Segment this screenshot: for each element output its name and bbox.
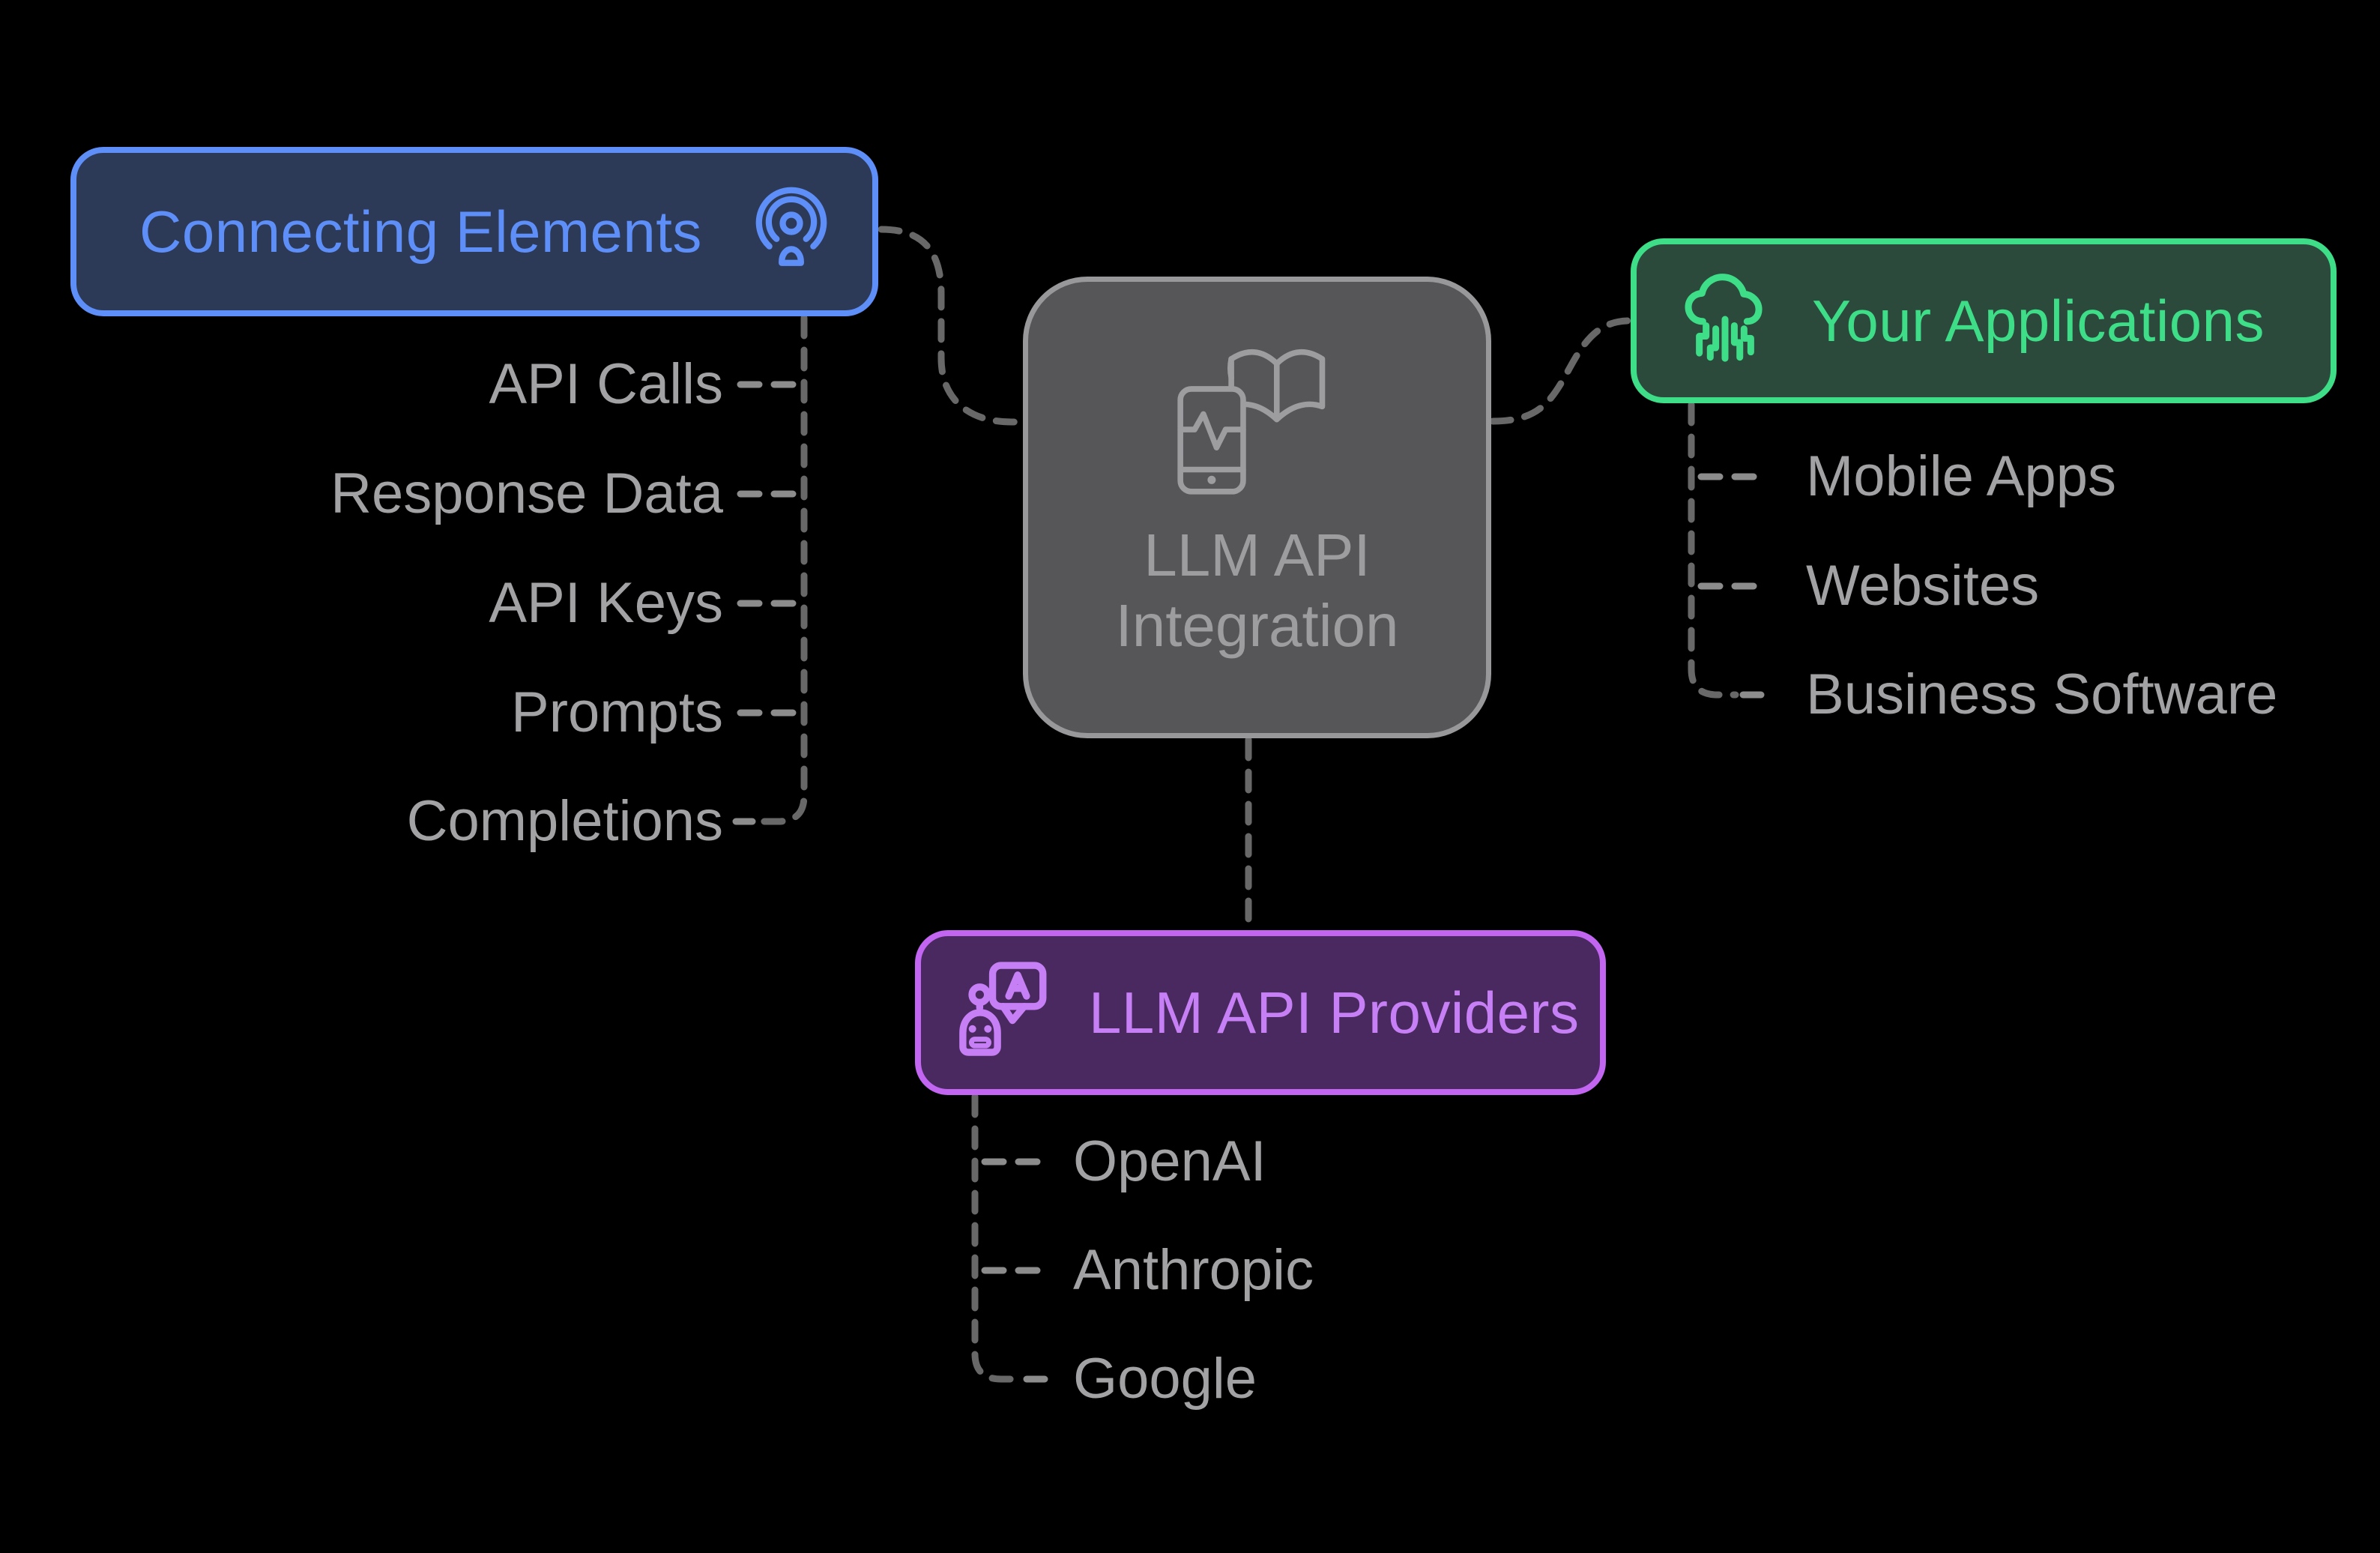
leaf-api-keys: API Keys [489, 571, 723, 635]
leaf-api-calls: API Calls [489, 352, 723, 416]
robot-chat-bubble-icon [954, 955, 1066, 1071]
node-title: Connecting Elements [139, 198, 702, 265]
leaf-business-software: Business Software [1806, 663, 2278, 726]
connector-connecting-to-center [878, 226, 1025, 426]
leaf-response-data: Response Data [330, 462, 723, 525]
node-llm-api-integration: LLM API Integration [1023, 277, 1491, 738]
node-llm-api-providers: LLM API Providers [915, 930, 1606, 1095]
trunk-connecting-elements [756, 314, 808, 825]
node-title: Your Applications [1812, 287, 2265, 354]
center-title-line2: Integration [1115, 592, 1399, 659]
leaf-google: Google [1073, 1347, 1257, 1411]
leaf-anthropic: Anthropic [1073, 1238, 1314, 1302]
trunk-your-applications [1688, 401, 1739, 699]
leaf-websites: Websites [1806, 554, 2040, 618]
center-title-line1: LLM API [1144, 522, 1371, 588]
phone-pulse-open-book-icon [1177, 340, 1326, 504]
leaf-completions: Completions [406, 789, 723, 853]
leaf-mobile-apps: Mobile Apps [1806, 444, 2117, 508]
node-connecting-elements: Connecting Elements [70, 147, 878, 316]
trunk-llm-api-providers [971, 1093, 1023, 1383]
leaf-openai: OpenAI [1073, 1130, 1266, 1193]
cloud-circuit-icon [1679, 268, 1772, 375]
node-title: LLM API Providers [1089, 979, 1580, 1046]
center-node-title: LLM API Integration [1028, 520, 1486, 661]
podcast-person-broadcast-icon [743, 182, 839, 282]
leaf-prompts: Prompts [511, 681, 723, 744]
node-your-applications: Your Applications [1631, 238, 2337, 403]
connector-center-to-applications [1489, 317, 1633, 425]
